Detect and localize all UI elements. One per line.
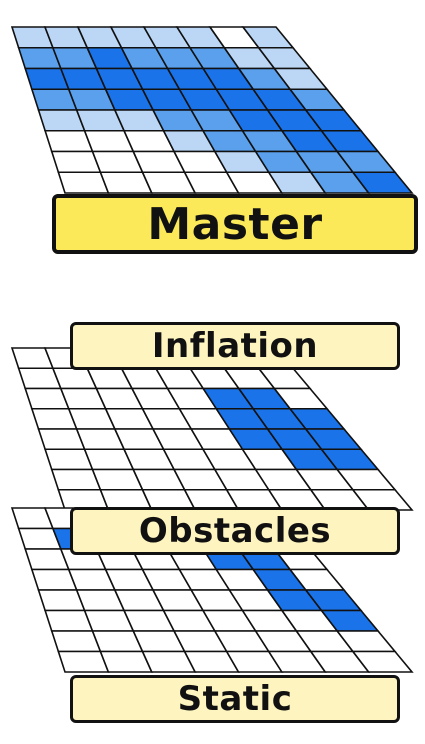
grid-cell xyxy=(351,171,414,194)
grid-cell xyxy=(351,488,414,511)
static-label: Static xyxy=(70,675,400,723)
inflation-layer-grid xyxy=(10,347,414,511)
grid-cell xyxy=(351,650,414,673)
inflation-label: Inflation xyxy=(70,322,400,370)
master-label: Master xyxy=(52,194,418,254)
obstacles-label: Obstacles xyxy=(70,507,400,555)
master-layer-grid xyxy=(10,26,414,194)
